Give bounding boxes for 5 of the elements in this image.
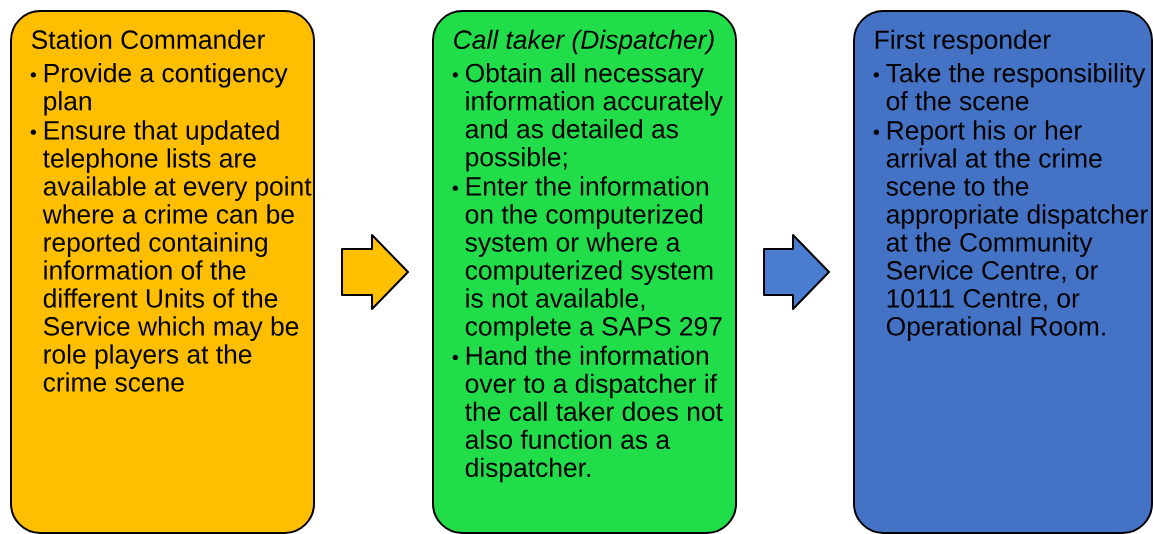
process-box: First responder Take the responsibility of the scene Report his or her arrival at the crime scene to the appropriate dispatcher at the Community Service Centre, or 10111 Centre, or Operational Room. bbox=[853, 10, 1153, 534]
process-box: Station Commander Provide a contigency plan Ensure that updated telephone lists are available at every point where a crime can be reported containing information of the different Units of the Service which may be role players at the crime scene bbox=[10, 10, 315, 534]
block-arrow bbox=[341, 234, 409, 310]
process-box: Call taker (Dispatcher) Obtain all necessary information accurately and as detailed as possible; Enter the information on the computerized system or where a computerized system is not available, complete a SAPS 297 Hand the information over to a dispatcher if the call taker does not also function as a dispatcher. bbox=[432, 10, 737, 534]
block-arrow bbox=[763, 234, 830, 310]
